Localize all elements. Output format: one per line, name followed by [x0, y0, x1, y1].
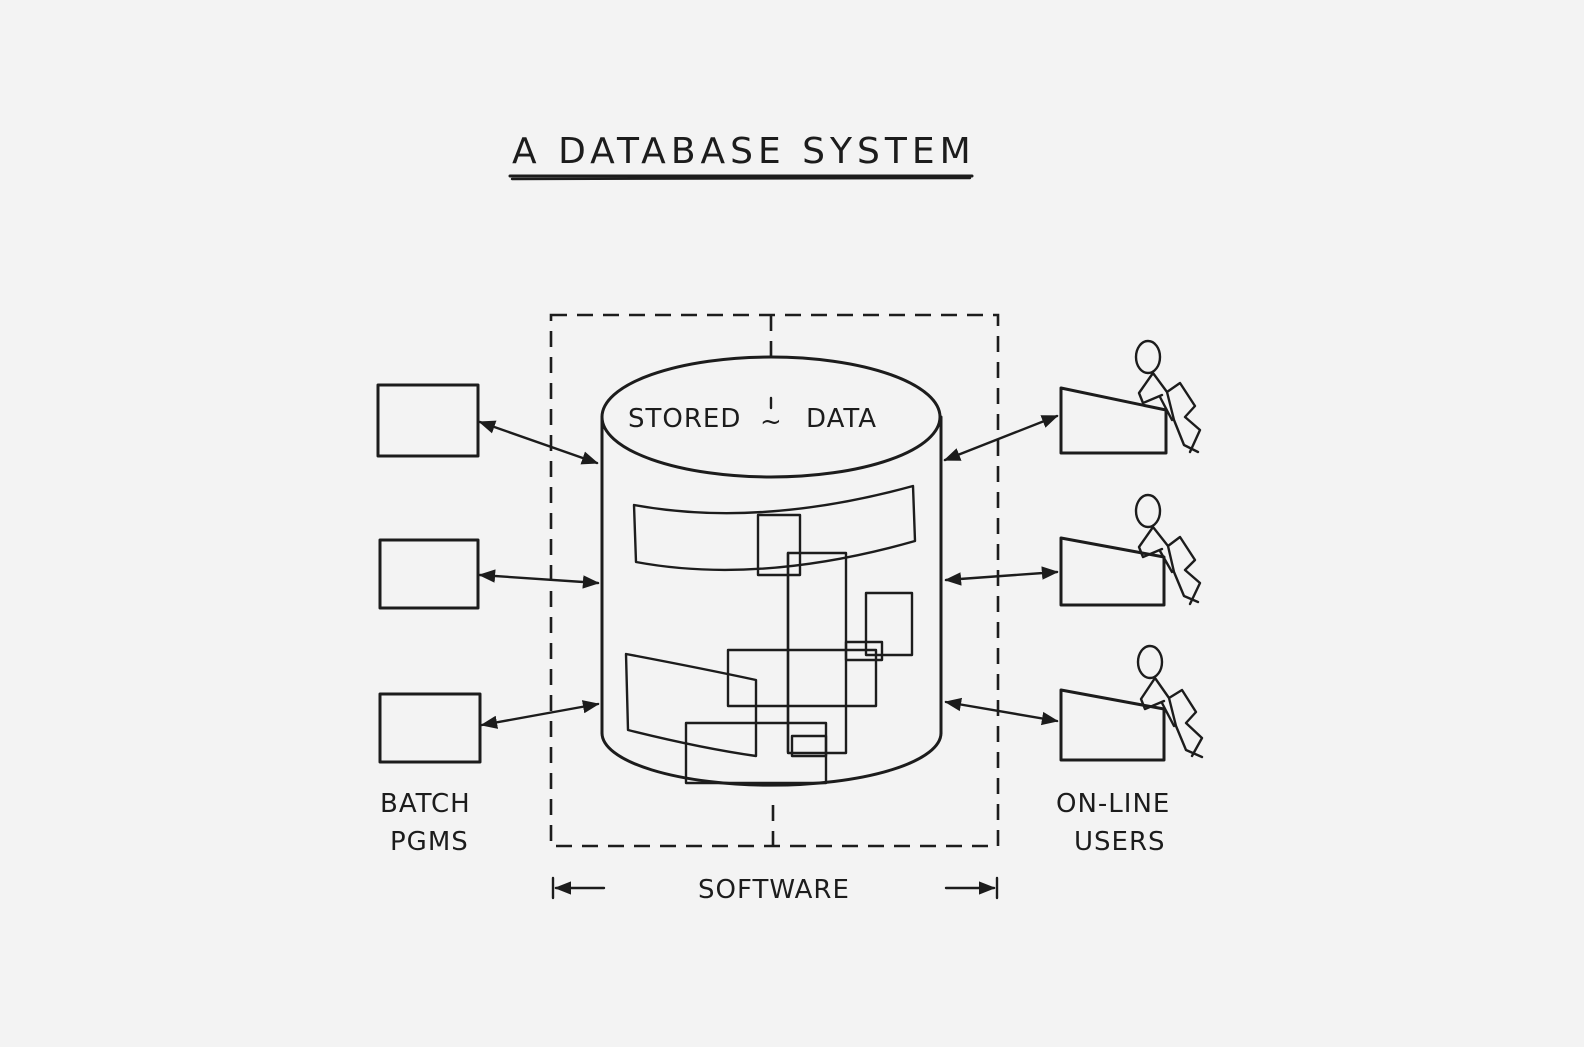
cylinder-bottom	[600, 731, 943, 787]
batch-program-box-3	[378, 692, 482, 764]
online-arrow-2	[944, 566, 1059, 586]
user-figure-2	[1134, 493, 1202, 606]
data-label: DATA	[806, 404, 877, 434]
diagram-title: A DATABASE SYSTEM	[512, 131, 976, 172]
batch-label-line-1: BATCH	[380, 789, 471, 819]
record-structures	[624, 484, 917, 785]
batch-program-box-1	[376, 383, 480, 458]
user-figure-1	[1134, 339, 1202, 454]
software-label: SOFTWARE	[698, 875, 850, 905]
record-box-4	[864, 591, 914, 657]
user-figure-3	[1136, 644, 1204, 759]
stored-label: STORED	[628, 404, 741, 434]
stored-data-separator: ~	[760, 407, 783, 437]
online-terminal-3	[1059, 688, 1166, 762]
online-terminal-1	[1059, 386, 1168, 455]
record-box-6	[726, 648, 878, 708]
online-terminal-2	[1059, 536, 1166, 607]
title-underline-2	[510, 176, 972, 181]
online-arrow-3	[944, 697, 1059, 726]
online-label-line-1: ON-LINE	[1056, 789, 1170, 819]
record-box-7	[624, 652, 758, 758]
batch-arrow-2	[478, 569, 600, 589]
record-box-1	[632, 484, 917, 572]
stored-data-cylinder	[600, 355, 943, 789]
record-box-2	[756, 513, 802, 577]
batch-label-line-2: PGMS	[390, 827, 469, 857]
online-arrow-1	[943, 414, 1059, 462]
record-box-9	[790, 734, 828, 758]
batch-program-box-2	[378, 538, 480, 610]
batch-arrow-3	[480, 700, 600, 729]
batch-arrow-1	[478, 420, 599, 465]
online-label-line-2: USERS	[1074, 827, 1166, 857]
